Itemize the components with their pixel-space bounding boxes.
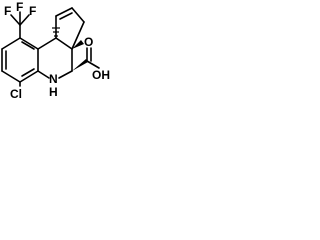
piperidine-ring: N H (37, 37, 73, 99)
ring-bond (71, 21, 85, 50)
hydroxyl-label: OH (92, 68, 110, 82)
chloro-substituent: Cl (10, 81, 22, 101)
trifluoromethyl-group: F F F (4, 0, 36, 39)
chemical-structure-diagram: F F F Cl N H (1, 0, 110, 101)
ring-bond (55, 37, 73, 50)
fluorine-label-1: F (4, 4, 11, 18)
ring-bond (71, 7, 85, 23)
carboxylic-acid-group: OH O (72, 35, 110, 82)
bond-c-f1 (10, 14, 21, 26)
stereo-wedge (72, 40, 84, 49)
stereo-wedge-acid (72, 59, 88, 71)
chlorine-label: Cl (10, 87, 22, 101)
benzene-ring (1, 37, 39, 83)
ring-double-bond (21, 68, 35, 77)
bond-c-oh (86, 60, 100, 69)
carbonyl-oxygen-label: O (84, 35, 93, 49)
cyclopentene-ring (52, 7, 85, 50)
ring-bond (37, 70, 50, 79)
ring-bond (19, 70, 39, 83)
ring-bond (1, 37, 21, 50)
amine-label: N (49, 72, 58, 86)
fluorine-label-3: F (29, 4, 36, 18)
ring-double-bond (59, 12, 73, 20)
ring-bond (37, 37, 57, 50)
ring-bond (19, 37, 39, 50)
ring-bond (1, 70, 21, 83)
ring-bond (55, 7, 73, 17)
amine-hydrogen-label: H (49, 85, 58, 99)
fluorine-label-2: F (16, 0, 23, 14)
ring-bond (58, 70, 73, 79)
bond-c-f3 (19, 14, 30, 26)
ring-double-bond (21, 41, 35, 50)
